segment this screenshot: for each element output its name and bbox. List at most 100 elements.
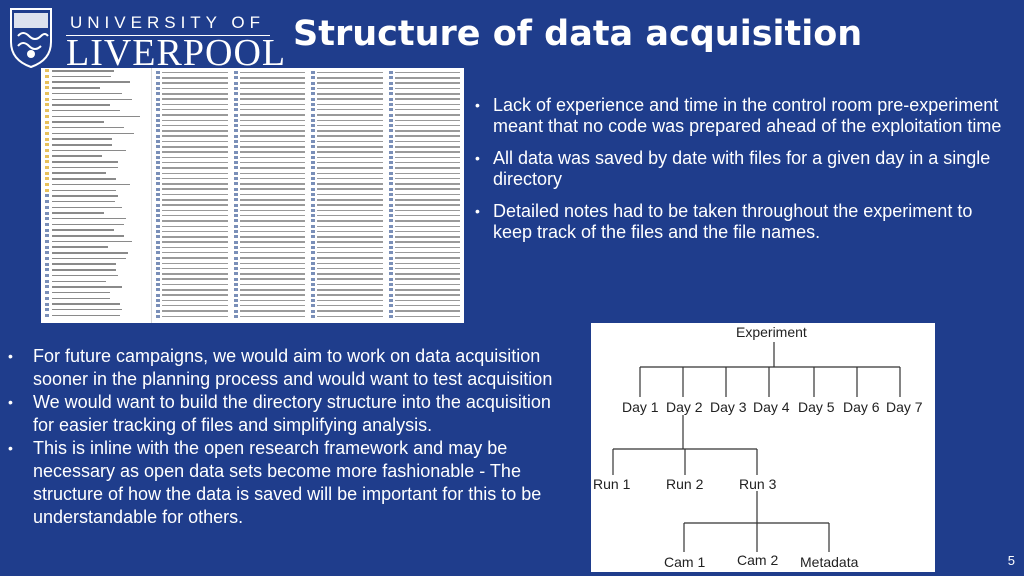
image-file-icon: [156, 267, 160, 271]
image-file-icon: [156, 92, 160, 96]
file-grid-cell: [311, 271, 383, 276]
image-file-icon: [311, 219, 315, 223]
file-grid-cell: [311, 149, 383, 154]
image-file-icon: [233, 113, 238, 117]
image-file-icon: [388, 166, 393, 170]
file-name-placeholder: [317, 140, 383, 143]
file-grid-cell: [388, 86, 460, 91]
right-bullet-3: Detailed notes had to be taken throughou…: [475, 201, 1010, 243]
image-file-icon: [311, 235, 315, 239]
file-name-placeholder: [239, 199, 305, 201]
file-grid-cell: [388, 240, 460, 245]
image-file-icon: [233, 230, 238, 234]
file-name-placeholder: [239, 310, 305, 312]
file-name-placeholder: [394, 214, 460, 217]
image-file-icon: [388, 155, 393, 159]
file-grid-cell: [156, 112, 228, 117]
file-name-placeholder: [52, 257, 126, 260]
image-file-icon: [311, 102, 315, 106]
image-file-icon: [233, 192, 238, 196]
folder-icon: [45, 109, 49, 113]
file-grid-cell: [388, 234, 460, 239]
file-name-placeholder: [162, 188, 228, 190]
file-name-placeholder: [52, 87, 100, 89]
file-name-placeholder: [317, 220, 383, 222]
file-grid-cell: [156, 234, 228, 239]
file-grid-cell: [311, 139, 383, 144]
file-name-placeholder: [317, 172, 383, 175]
file-grid-cell: [311, 292, 383, 297]
file-grid-cell: [311, 308, 383, 313]
slide-title: Structure of data acquisition: [293, 14, 863, 54]
file-grid-cell: [156, 197, 228, 202]
file-name-placeholder: [52, 274, 118, 277]
folder-icon: [45, 97, 49, 101]
file-list-row: [41, 170, 151, 176]
file-grid-cell: [233, 224, 305, 229]
file-name-placeholder: [52, 308, 122, 311]
image-file-icon: [311, 256, 315, 260]
file-grid-cell: [388, 128, 460, 133]
file-name-placeholder: [52, 161, 118, 163]
file-explorer-screenshot: [41, 68, 464, 323]
file-grid-cells: [152, 68, 464, 321]
image-file-icon: [311, 113, 315, 117]
file-grid-cell: [311, 266, 383, 271]
image-file-icon: [45, 262, 49, 266]
file-grid-cell: [233, 96, 305, 101]
image-file-icon: [311, 81, 315, 85]
file-name-placeholder: [394, 304, 460, 307]
image-file-icon: [388, 118, 393, 122]
file-grid-cell: [233, 118, 305, 123]
file-grid-cell: [233, 314, 305, 319]
file-grid-cell: [311, 282, 383, 287]
image-file-icon: [311, 224, 315, 228]
file-name-placeholder: [394, 283, 460, 286]
image-file-icon: [233, 177, 238, 181]
node-run-1: Run 1: [593, 476, 631, 492]
file-name-placeholder: [239, 220, 305, 222]
file-name-placeholder: [239, 146, 305, 148]
file-grid-cell: [156, 261, 228, 266]
image-file-icon: [388, 140, 393, 143]
file-name-placeholder: [317, 119, 383, 122]
file-grid-cell: [388, 218, 460, 223]
image-file-icon: [388, 124, 393, 128]
image-file-icon: [311, 251, 315, 255]
file-name-placeholder: [239, 204, 305, 206]
file-name-placeholder: [317, 161, 383, 164]
file-grid-cell: [156, 70, 228, 75]
file-list-row: [41, 142, 151, 148]
image-file-icon: [233, 224, 238, 228]
file-list-row: [41, 210, 151, 216]
file-grid-cell: [156, 118, 228, 123]
image-file-icon: [388, 309, 393, 313]
file-grid-cell: [156, 314, 228, 319]
file-list-row: [41, 244, 151, 250]
file-name-placeholder: [394, 209, 460, 212]
file-name-placeholder: [394, 294, 460, 296]
image-file-icon: [233, 288, 238, 292]
image-file-icon: [45, 251, 49, 255]
file-grid-cell: [311, 81, 383, 86]
file-list-row: [41, 227, 151, 233]
file-name-placeholder: [394, 119, 460, 122]
image-file-icon: [388, 87, 393, 91]
file-grid-cell: [156, 303, 228, 308]
file-grid-cell: [388, 266, 460, 271]
file-list-row: [41, 250, 151, 256]
image-file-icon: [233, 256, 238, 260]
file-name-placeholder: [52, 126, 124, 129]
file-grid-cell: [156, 250, 228, 255]
file-grid-cell: [311, 144, 383, 149]
file-list-row: [41, 153, 151, 159]
file-name-placeholder: [162, 135, 228, 137]
image-file-icon: [156, 182, 160, 186]
image-file-icon: [156, 76, 160, 80]
file-grid-cell: [156, 287, 228, 292]
image-file-icon: [156, 71, 160, 75]
image-file-icon: [156, 314, 160, 318]
file-grid-cell: [311, 75, 383, 80]
file-name-placeholder: [239, 151, 305, 153]
file-name-placeholder: [239, 267, 305, 270]
